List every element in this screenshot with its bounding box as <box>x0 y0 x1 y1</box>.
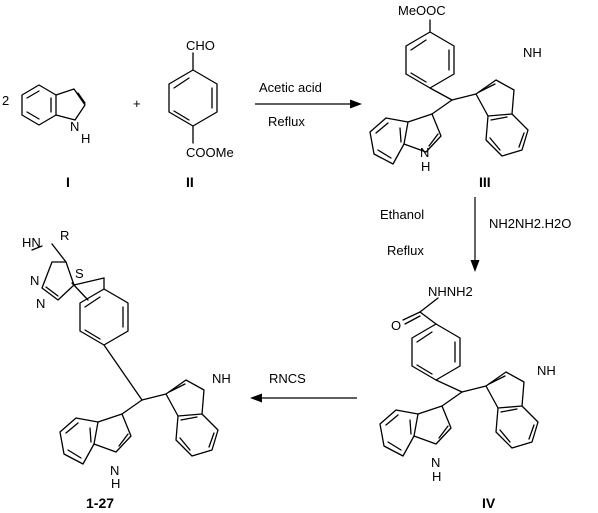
iii-nh-top-label: NH <box>523 45 542 60</box>
iv-n-bottom-label: N <box>431 455 440 470</box>
step3-reagent: RNCS <box>269 371 306 386</box>
product-n-bottom-label: N <box>110 463 119 478</box>
step3-arrow <box>250 393 357 403</box>
thiadiazole-product-structure <box>31 243 219 465</box>
step2-reagent: NH2NH2.H2O <box>489 216 571 231</box>
cho-label: CHO <box>186 38 215 53</box>
thiadiazole-n2-label: N <box>36 296 45 311</box>
coome-label: COOMe <box>186 145 234 160</box>
product-h-bottom-label: H <box>111 476 120 491</box>
thiadiazole-n1-label: N <box>30 273 39 288</box>
thiadiazole-s-label: S <box>75 266 84 281</box>
r-group-label: R <box>60 228 69 243</box>
step2-condition: Reflux <box>387 243 424 258</box>
step1-arrow <box>255 99 362 109</box>
bis-indolylmethane-ester-structure <box>369 19 529 165</box>
iii-h-bottom-label: H <box>421 159 430 174</box>
product-nh-top-label: NH <box>212 371 231 386</box>
compound-label-i: I <box>66 174 70 190</box>
compound-label-iv: IV <box>482 495 496 511</box>
indole-h-label: H <box>81 131 90 146</box>
iv-nh-top-label: NH <box>537 363 556 378</box>
indole-nh-label: N <box>70 119 79 134</box>
plus-sign: + <box>133 96 141 111</box>
stoich-coefficient: 2 <box>2 93 9 108</box>
step2-arrow <box>470 197 480 272</box>
nhnh2-label: NHNH2 <box>428 284 473 299</box>
carbonyl-o-label: O <box>391 318 401 333</box>
step1-condition: Reflux <box>268 114 305 129</box>
iii-n-bottom-label: N <box>420 145 429 160</box>
step1-reagent: Acetic acid <box>259 80 322 95</box>
step2-solvent: Ethanol <box>380 207 424 222</box>
compound-label-iii: III <box>479 174 491 190</box>
hn-label: HN <box>22 235 41 250</box>
compound-label-product: 1-27 <box>86 495 114 511</box>
meooc-label: MeOOC <box>398 3 446 18</box>
aldehyde-ester-structure <box>168 52 218 144</box>
compound-label-ii: II <box>186 174 194 190</box>
iv-h-bottom-label: H <box>432 469 441 484</box>
hydrazide-structure <box>379 297 539 457</box>
